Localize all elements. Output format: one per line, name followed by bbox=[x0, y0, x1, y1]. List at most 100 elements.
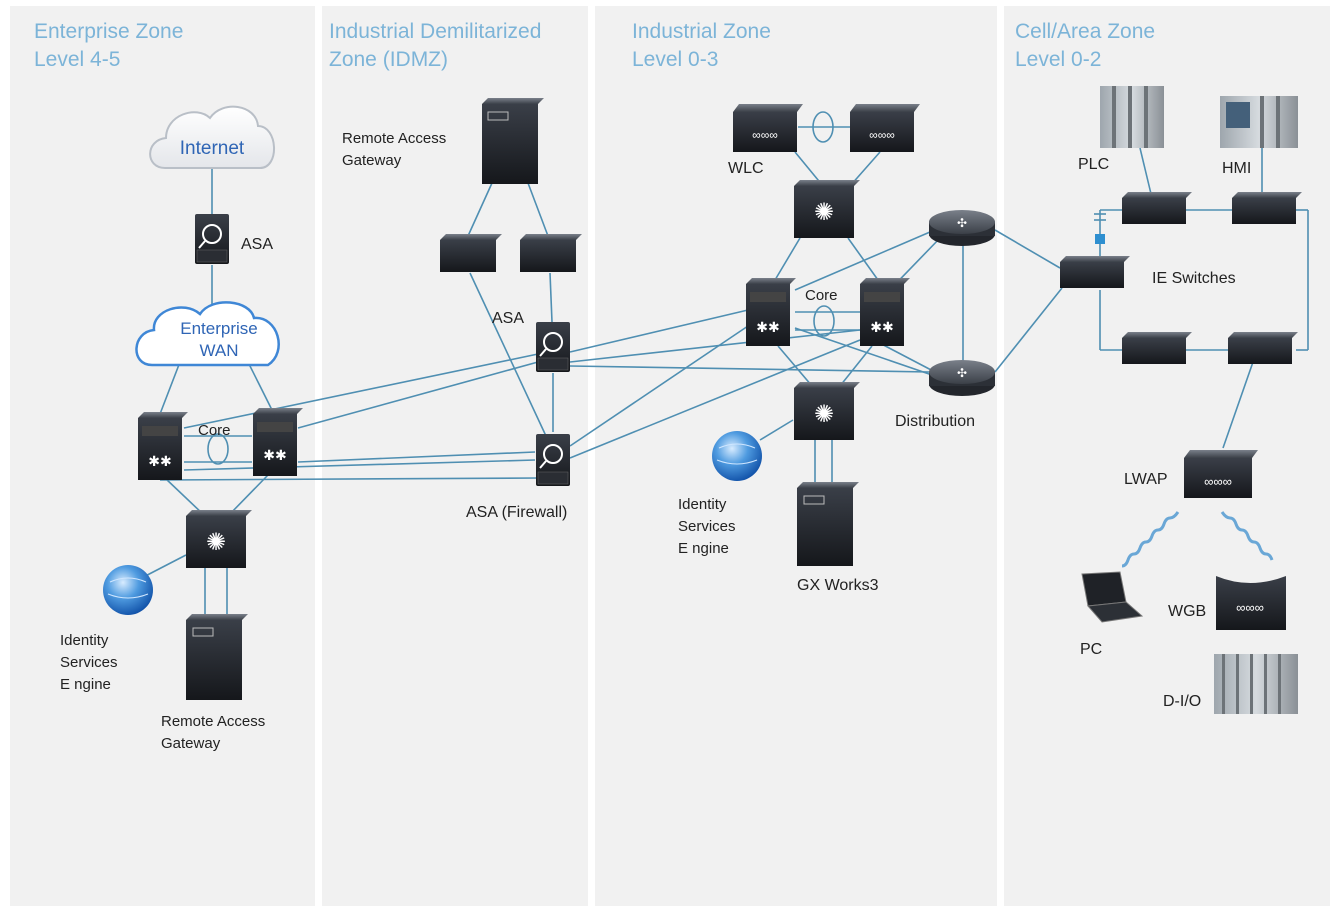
label-line: Gateway bbox=[161, 735, 221, 752]
gx-works-label: GX Works3 bbox=[797, 577, 879, 594]
remote-access-gateway-icon bbox=[186, 614, 248, 700]
svg-text:✱✱: ✱✱ bbox=[263, 447, 286, 463]
link bbox=[549, 272, 553, 323]
link bbox=[847, 237, 879, 281]
zone-title-line: Zone (IDMZ) bbox=[329, 48, 449, 71]
hmi-icon bbox=[1220, 96, 1298, 148]
link bbox=[183, 459, 536, 471]
asa-firewall-icon bbox=[536, 322, 570, 372]
link bbox=[159, 477, 541, 481]
link bbox=[297, 451, 536, 463]
link bbox=[569, 339, 861, 459]
ie-switch-icon bbox=[1228, 332, 1298, 364]
ie-switches-label: IE Switches bbox=[1152, 270, 1236, 287]
link-lines bbox=[127, 147, 1309, 620]
internet-label: Internet bbox=[180, 138, 245, 159]
svg-text:✣: ✣ bbox=[957, 216, 967, 230]
identity-services-engine-icon bbox=[103, 565, 153, 615]
lightweight-access-point-icon: ∞∞∞ bbox=[1184, 450, 1258, 498]
asa-firewall-icon bbox=[536, 434, 570, 486]
core-switch-icon: ✱✱ bbox=[860, 278, 910, 346]
server-icon bbox=[797, 482, 859, 566]
idmz-remote-access-gateway-label: Remote Access Gateway bbox=[342, 128, 446, 172]
ise-label-line: Services bbox=[60, 654, 118, 671]
ise-label-line: Identity bbox=[60, 632, 109, 649]
core-link-bundle bbox=[813, 305, 835, 337]
identity-services-engine-icon bbox=[712, 431, 762, 481]
cell-area-zone-title: Cell/Area Zone Level 0-2 bbox=[1015, 18, 1155, 74]
remote-access-gateway-label: Remote Access Gateway bbox=[161, 711, 265, 755]
link bbox=[1222, 361, 1254, 449]
distributed-io-icon bbox=[1214, 654, 1298, 714]
router-icon: ✣ bbox=[929, 210, 995, 246]
zone-title-line: Industrial Zone bbox=[632, 20, 771, 43]
pc-label: PC bbox=[1080, 641, 1103, 658]
core-switch-icon: ✱✱ bbox=[746, 278, 796, 346]
dio-label: D-I/O bbox=[1163, 693, 1202, 710]
ie-switch-icon bbox=[1122, 192, 1192, 224]
ise-label-line: Services bbox=[678, 518, 736, 535]
remote-access-gateway-icon bbox=[482, 98, 544, 184]
link bbox=[247, 361, 273, 411]
svg-text:✺: ✺ bbox=[206, 529, 226, 556]
industrial-core-label: Core bbox=[805, 287, 838, 304]
lwap-label: LWAP bbox=[1124, 471, 1168, 488]
wgb-label: WGB bbox=[1168, 603, 1207, 620]
industrial-zone-title: Industrial Zone Level 0-3 bbox=[632, 18, 771, 74]
svg-text:∞∞∞: ∞∞∞ bbox=[752, 128, 778, 142]
link bbox=[569, 309, 749, 353]
svg-text:✱✱: ✱✱ bbox=[148, 453, 171, 469]
laptop-icon bbox=[1081, 571, 1144, 623]
zone-title-line: Industrial Demilitarized bbox=[329, 20, 542, 43]
link bbox=[527, 182, 549, 237]
core-switch-icon: ✱✱ bbox=[253, 408, 303, 476]
link bbox=[794, 327, 933, 376]
l3-switch-icon: ✺ bbox=[794, 180, 860, 238]
link bbox=[297, 361, 539, 429]
link bbox=[467, 182, 493, 237]
label-line: Remote Access bbox=[342, 130, 447, 147]
svg-text:✣: ✣ bbox=[957, 366, 967, 380]
core-switch-icon: ✱✱ bbox=[138, 412, 188, 480]
link bbox=[164, 477, 206, 517]
ise-label-line: E ngine bbox=[60, 676, 111, 693]
idmz-asa-label: ASA bbox=[492, 310, 525, 327]
link bbox=[777, 345, 813, 387]
link bbox=[1139, 147, 1153, 199]
l3-switch-icon: ✺ bbox=[794, 382, 860, 440]
svg-text:∞∞∞: ∞∞∞ bbox=[869, 128, 895, 142]
idmz-zone-title: Industrial Demilitarized Zone (IDMZ) bbox=[329, 18, 541, 74]
zone-title-line: Cell/Area Zone bbox=[1015, 20, 1156, 43]
asa-firewall-label: ASA (Firewall) bbox=[466, 504, 568, 521]
asa-firewall-icon bbox=[195, 214, 229, 264]
wireless-lan-controller-icon: ∞∞∞ bbox=[850, 104, 920, 152]
link bbox=[759, 419, 794, 441]
ise-label-line: Identity bbox=[678, 496, 727, 513]
link bbox=[569, 365, 931, 373]
industrial-zone bbox=[595, 6, 997, 906]
link bbox=[569, 325, 749, 447]
router-icon: ✣ bbox=[929, 360, 995, 396]
link bbox=[569, 329, 861, 363]
svg-text:✱✱: ✱✱ bbox=[756, 319, 779, 335]
wireless-signal-icon bbox=[1121, 511, 1274, 568]
link bbox=[469, 272, 547, 437]
ie-switch-icon bbox=[1232, 192, 1302, 224]
svg-text:✱✱: ✱✱ bbox=[870, 319, 893, 335]
svg-text:✺: ✺ bbox=[814, 401, 834, 428]
link bbox=[994, 287, 1063, 373]
link bbox=[794, 231, 931, 291]
link bbox=[183, 353, 539, 429]
label-line: Remote Access bbox=[161, 713, 266, 730]
core-label: Core bbox=[198, 422, 231, 439]
wireless-lan-controller-icon: ∞∞∞ bbox=[733, 104, 803, 152]
zone-title-line: Level 0-3 bbox=[632, 48, 719, 71]
cell-area-zone bbox=[1004, 6, 1330, 906]
link bbox=[839, 345, 873, 387]
ie-switch-icon bbox=[1122, 332, 1192, 364]
svg-text:∞∞∞: ∞∞∞ bbox=[1236, 600, 1264, 615]
l3-switch-icon: ✺ bbox=[186, 510, 252, 568]
workgroup-bridge-icon: ∞∞∞ bbox=[1216, 576, 1286, 630]
internet-cloud-icon bbox=[149, 105, 275, 169]
